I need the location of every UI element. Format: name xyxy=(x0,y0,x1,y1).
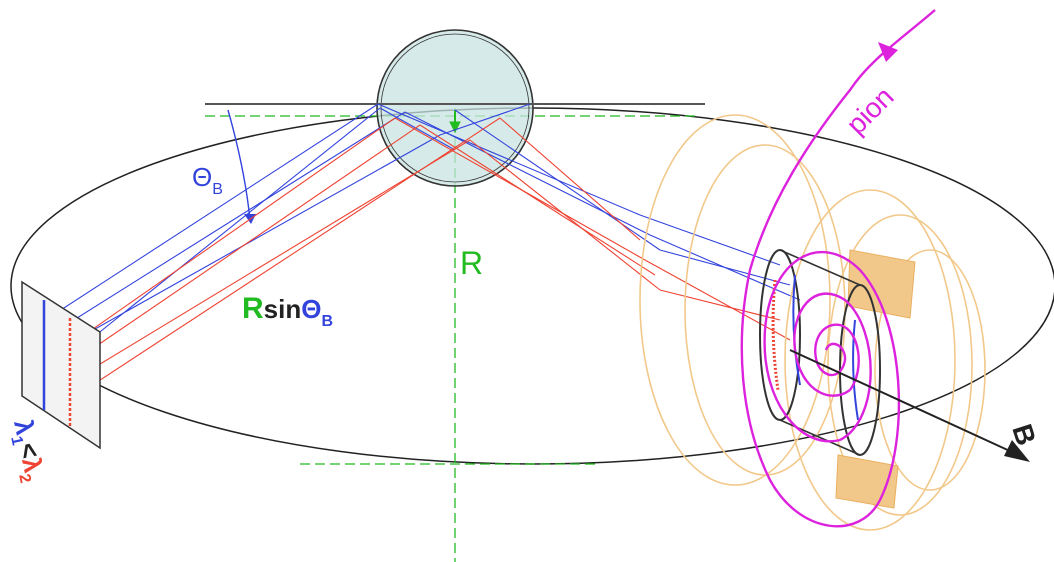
detector-plate xyxy=(21,280,101,450)
target-cell xyxy=(759,249,881,456)
lambda-relation-label: λ1<λ2 xyxy=(4,417,50,485)
crystal-sphere xyxy=(376,29,534,187)
pion-trajectory xyxy=(740,9,936,528)
radius-arrow xyxy=(449,110,461,134)
pion-arrowhead xyxy=(878,42,898,62)
radius-label: R xyxy=(460,245,483,281)
r-sin-theta-label: RsinΘB xyxy=(242,292,333,330)
coil-blocks xyxy=(835,249,916,509)
b-field-label: B xyxy=(1006,420,1042,449)
bragg-angle-arc xyxy=(227,109,256,224)
theta-b-label: ΘB xyxy=(192,162,223,198)
red-rays xyxy=(69,117,791,389)
coil-rings xyxy=(639,114,986,531)
b-field-axis xyxy=(789,349,1030,462)
